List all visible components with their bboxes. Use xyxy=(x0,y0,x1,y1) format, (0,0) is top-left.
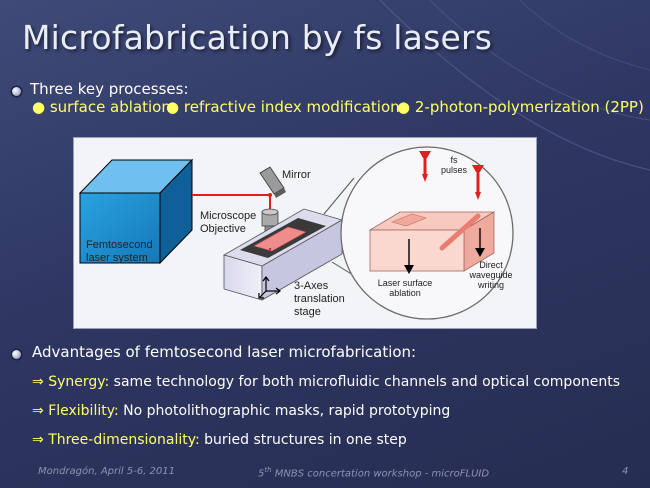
label-ablation-line2: ablation xyxy=(389,288,421,298)
advantage-synergy: ⇒ Synergy: same technology for both micr… xyxy=(32,374,620,390)
page-number: 4 xyxy=(622,466,629,477)
laser-system-box xyxy=(78,158,194,265)
label-ablation-line1: Laser surface xyxy=(378,278,433,288)
translation-stage xyxy=(222,208,344,301)
slide-title: Microfabrication by fs lasers xyxy=(22,18,493,57)
arrow-icon: ⇒ xyxy=(32,374,44,390)
label-stage-line3: stage xyxy=(294,306,321,318)
bullet-icon xyxy=(12,350,21,359)
footer-event-suffix: th xyxy=(264,466,272,474)
label-objective-line2: Objective xyxy=(200,223,246,235)
label-objective-line1: Microscope xyxy=(200,210,256,222)
footer-event-name: MNBS concertation workshop - microFLUID xyxy=(271,468,490,480)
arrow-icon: ⇒ xyxy=(32,403,44,419)
zoom-detail-circle xyxy=(340,146,514,320)
process-2pp: ● 2-photon-polymerization (2PP) xyxy=(397,98,644,116)
advantage-flexibility: ⇒ Flexibility: No photolithographic mask… xyxy=(32,403,450,419)
label-waveguide-line2: waveguide xyxy=(468,270,512,280)
label-waveguide-line1: Direct xyxy=(479,260,503,270)
advantage-text: No photolithographic masks, rapid protot… xyxy=(118,403,451,419)
footer-event: 5th MNBS concertation workshop - microFL… xyxy=(258,466,489,479)
advantage-label: Three-dimensionality: xyxy=(48,432,200,448)
label-laser-line1: Femtosecond xyxy=(86,239,153,251)
advantage-text: buried structures in one step xyxy=(199,432,407,448)
label-stage-line1: 3-Axes xyxy=(294,280,329,292)
footer-event-number: 5 xyxy=(258,468,265,480)
advantage-text: same technology for both microfluidic ch… xyxy=(109,374,621,390)
footer-location-date: Mondragón, April 5-6, 2011 xyxy=(38,466,176,477)
key-processes-heading: Three key processes: xyxy=(30,80,189,98)
advantages-heading: Advantages of femtosecond laser microfab… xyxy=(32,343,417,361)
label-fs-line2: pulses xyxy=(441,165,468,175)
setup-diagram: Mirror Microscope Objective Femtosecond … xyxy=(78,146,514,320)
label-fs-line1: fs xyxy=(450,155,458,165)
xyz-axes-icon xyxy=(258,276,281,299)
advantage-label: Flexibility: xyxy=(48,403,119,419)
label-mirror: Mirror xyxy=(282,169,311,181)
microfabrication-setup-figure: Mirror Microscope Objective Femtosecond … xyxy=(73,137,537,329)
advantage-label: Synergy: xyxy=(48,374,110,390)
process-surface-ablation: ● surface ablation xyxy=(32,98,171,116)
advantage-three-dimensionality: ⇒ Three-dimensionality: buried structure… xyxy=(32,432,407,448)
label-stage-line2: translation xyxy=(294,293,345,305)
process-refractive-index: ● refractive index modification xyxy=(166,98,400,116)
mirror xyxy=(259,166,286,198)
label-waveguide-line3: writing xyxy=(477,280,504,290)
arrow-icon: ⇒ xyxy=(32,432,44,448)
label-laser-line2: laser system xyxy=(86,252,148,264)
bullet-icon xyxy=(12,87,21,96)
